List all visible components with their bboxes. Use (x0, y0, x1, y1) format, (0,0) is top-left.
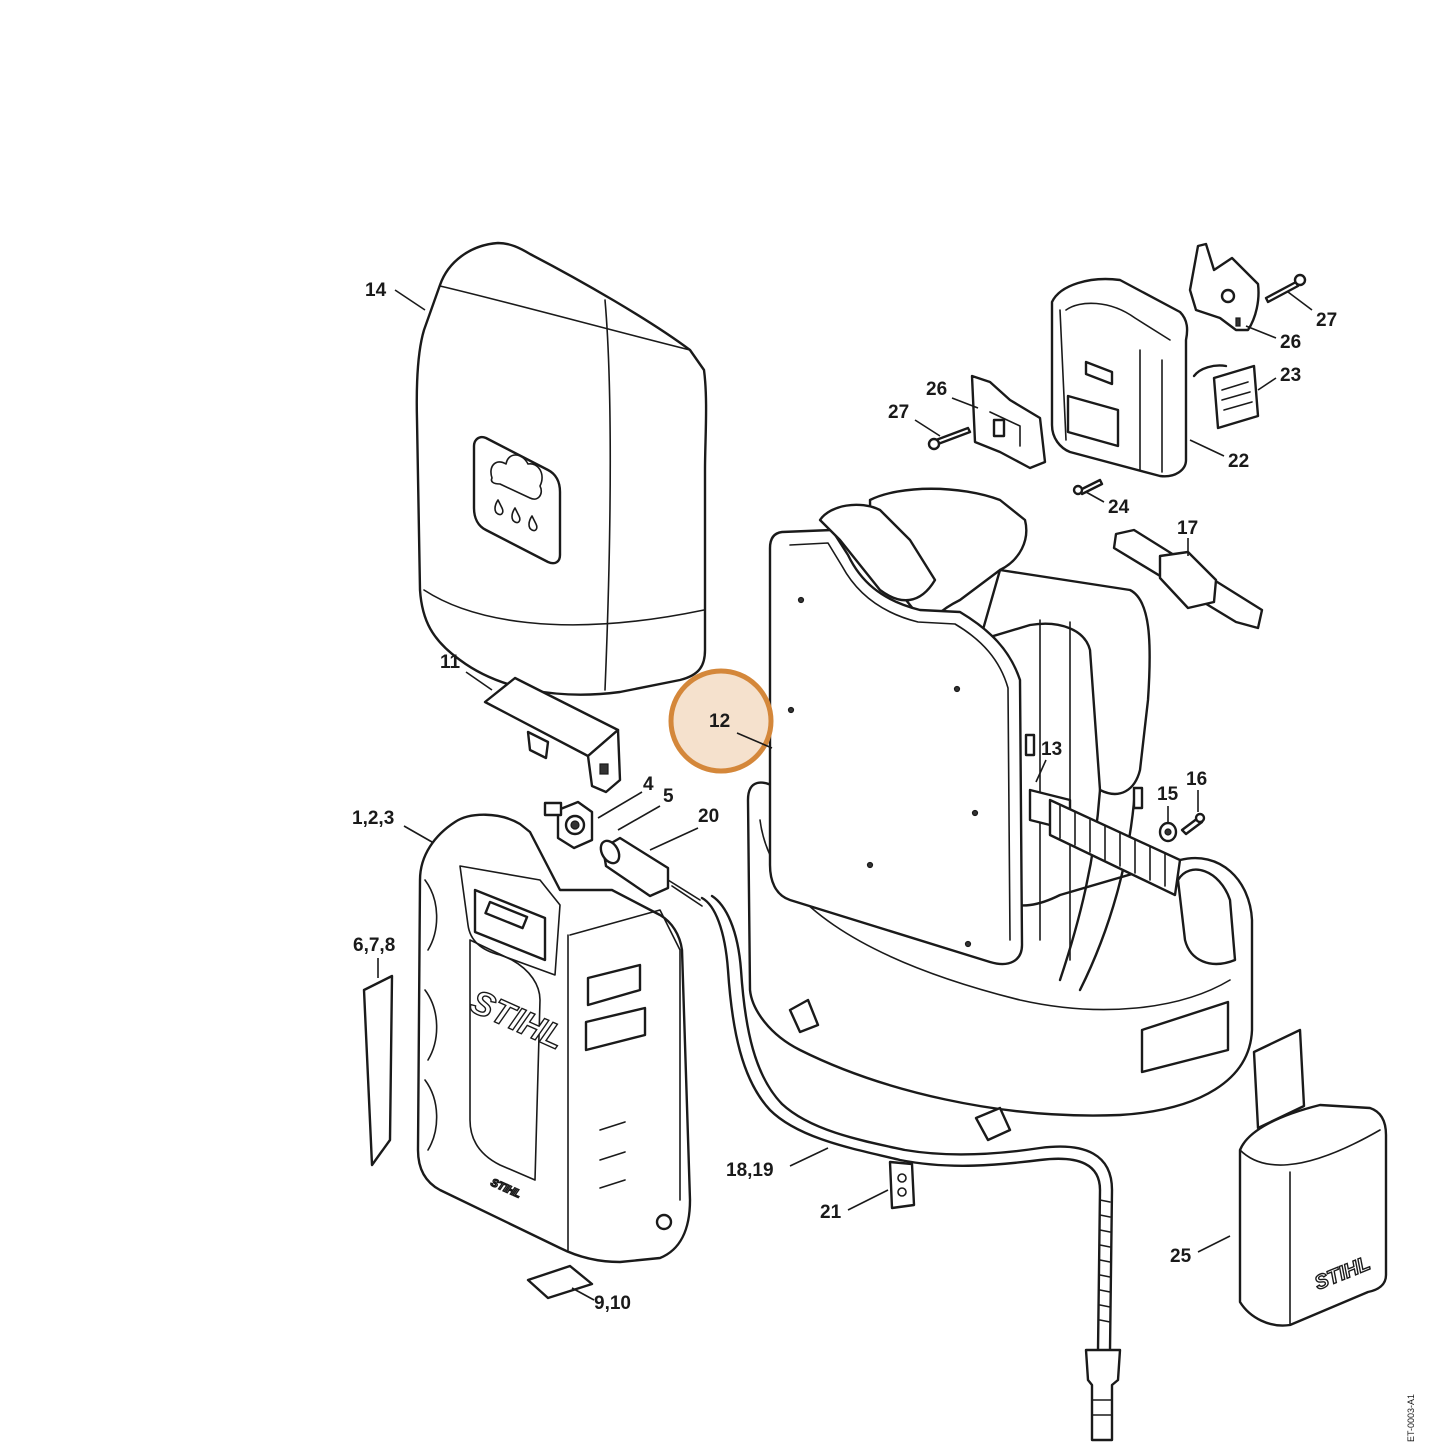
callout-5: 5 (663, 786, 674, 807)
callout-26-left: 26 (926, 379, 947, 400)
part-16-screw (1180, 812, 1206, 836)
part-27-screw-right (1264, 273, 1307, 304)
part-18-19-hose (700, 894, 1122, 1442)
callout-22: 22 (1228, 451, 1249, 472)
highlight-marker: 12 (668, 668, 774, 774)
callout-25: 25 (1170, 1246, 1192, 1267)
part-11-lid (483, 676, 622, 794)
callout-17: 17 (1177, 518, 1198, 539)
part-6-7-8-label (362, 974, 394, 1167)
part-14-tank-cover (415, 241, 708, 696)
drawing-code: ET-0003-A1 (1406, 1394, 1416, 1442)
part-27-screw-left (927, 426, 972, 451)
part-15-washer (1158, 821, 1178, 843)
callout-6-7-8: 6,7,8 (353, 935, 395, 956)
rain-cloud-icon (472, 435, 562, 565)
callout-14: 14 (365, 280, 387, 301)
part-9-10-label (526, 1264, 594, 1300)
callout-12: 12 (709, 711, 730, 732)
part-21-tag (888, 1160, 916, 1210)
part-22-bracket (1050, 277, 1228, 478)
callout-27-right: 27 (1316, 310, 1337, 331)
callout-23: 23 (1280, 365, 1301, 386)
part-25-pouch: STIHL (1238, 1028, 1388, 1327)
callout-21: 21 (820, 1202, 842, 1223)
callout-18-19: 18,19 (726, 1160, 774, 1181)
callout-11: 11 (440, 652, 461, 673)
callout-26-right: 26 (1280, 332, 1301, 353)
callout-27-left: 27 (888, 402, 909, 423)
callout-16: 16 (1186, 769, 1207, 790)
part-24-screw (1072, 478, 1104, 496)
callout-9-10: 9,10 (594, 1293, 631, 1314)
part-23-sticker (1212, 364, 1260, 430)
callout-4: 4 (643, 774, 654, 795)
part-20-connector (599, 836, 703, 907)
callout-1-2-3: 1,2,3 (352, 808, 394, 829)
part-26-clip-right (1188, 242, 1260, 332)
callout-13: 13 (1041, 739, 1062, 760)
callout-15: 15 (1157, 784, 1179, 805)
part-26-holder-left (970, 374, 1047, 470)
part-4-valve (543, 800, 594, 850)
backpack-frame (746, 487, 1254, 1142)
callout-labels: 14 27 26 23 22 27 26 24 17 11 13 16 15 4… (352, 280, 1337, 1314)
part-1-2-3-housing: STIHL STIHL (416, 813, 692, 1264)
callout-20: 20 (698, 806, 719, 827)
callout-24: 24 (1108, 497, 1130, 518)
